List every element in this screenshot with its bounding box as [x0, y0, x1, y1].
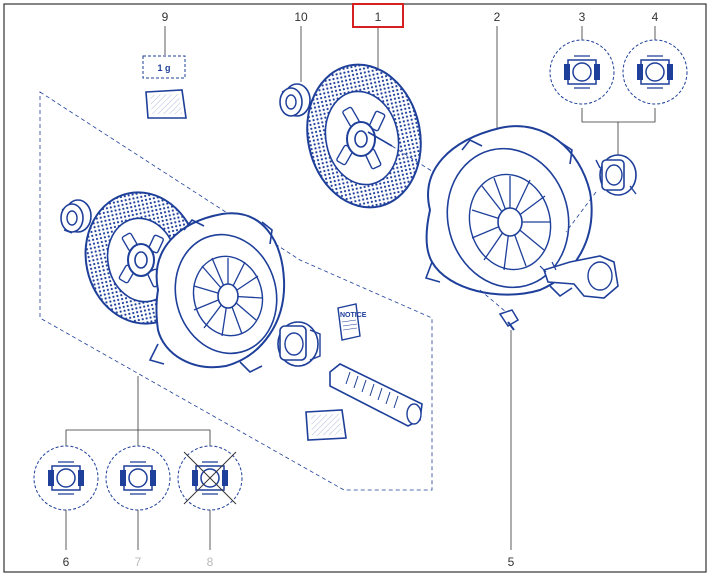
callout-10-label: 10 [294, 10, 308, 24]
callout-5-label: 5 [508, 555, 515, 569]
bolt-icon [498, 309, 520, 331]
axis-line-disc [391, 145, 447, 181]
cross-out-icon [183, 451, 237, 505]
callout-7-label: 7 [135, 555, 142, 569]
callout-4-label: 4 [652, 10, 659, 24]
release-bearing-icon [595, 154, 637, 196]
callout-8-label: 8 [207, 555, 214, 569]
release-bearing-kit-icon [277, 321, 321, 367]
callout-8[interactable]: 8 [207, 555, 214, 569]
pilot-bearing-kit-icon [60, 199, 92, 234]
callout-10[interactable]: 10 [294, 10, 308, 24]
callout-1[interactable]: 1 [352, 3, 404, 28]
clutch-disc-icon [306, 63, 422, 209]
pressure-plate-icon [424, 125, 593, 298]
pressure-plate-kit-icon [148, 212, 286, 373]
grease-sachet-icon [145, 89, 187, 119]
callout-9[interactable]: 9 [162, 10, 169, 24]
notice-booklet-icon: NOTICE [337, 303, 367, 341]
bracket-3-4 [581, 108, 656, 123]
release-fork-icon [539, 255, 619, 299]
callout-3-label: 3 [579, 10, 586, 24]
grease-callout-box: 1 g [142, 55, 186, 79]
callout-5[interactable]: 5 [508, 555, 515, 569]
callout-1-label: 1 [375, 10, 382, 24]
bearing-option-4 [622, 39, 688, 105]
grease-quantity-label: 1 g [157, 63, 170, 73]
bearing-option-6 [33, 445, 99, 511]
axis-line-bearing [565, 191, 597, 233]
callout-6-label: 6 [63, 555, 70, 569]
input-shaft-icon [329, 363, 423, 427]
axis-line-bolt [479, 289, 507, 313]
callout-7[interactable]: 7 [135, 555, 142, 569]
callout-4[interactable]: 4 [652, 10, 659, 24]
bearing-option-3 [549, 39, 615, 105]
callout-6[interactable]: 6 [63, 555, 70, 569]
grease-sachet-kit-icon [305, 409, 347, 441]
callout-2-label: 2 [494, 10, 501, 24]
pilot-bearing-icon [279, 83, 311, 117]
callout-3[interactable]: 3 [579, 10, 586, 24]
callout-1-highlight-box [352, 3, 404, 28]
callout-2[interactable]: 2 [494, 10, 501, 24]
bearing-option-8 [177, 445, 243, 511]
kit-outline [39, 91, 433, 491]
bearing-option-7 [105, 445, 171, 511]
callout-9-label: 9 [162, 10, 169, 24]
notice-label: NOTICE [340, 312, 367, 319]
